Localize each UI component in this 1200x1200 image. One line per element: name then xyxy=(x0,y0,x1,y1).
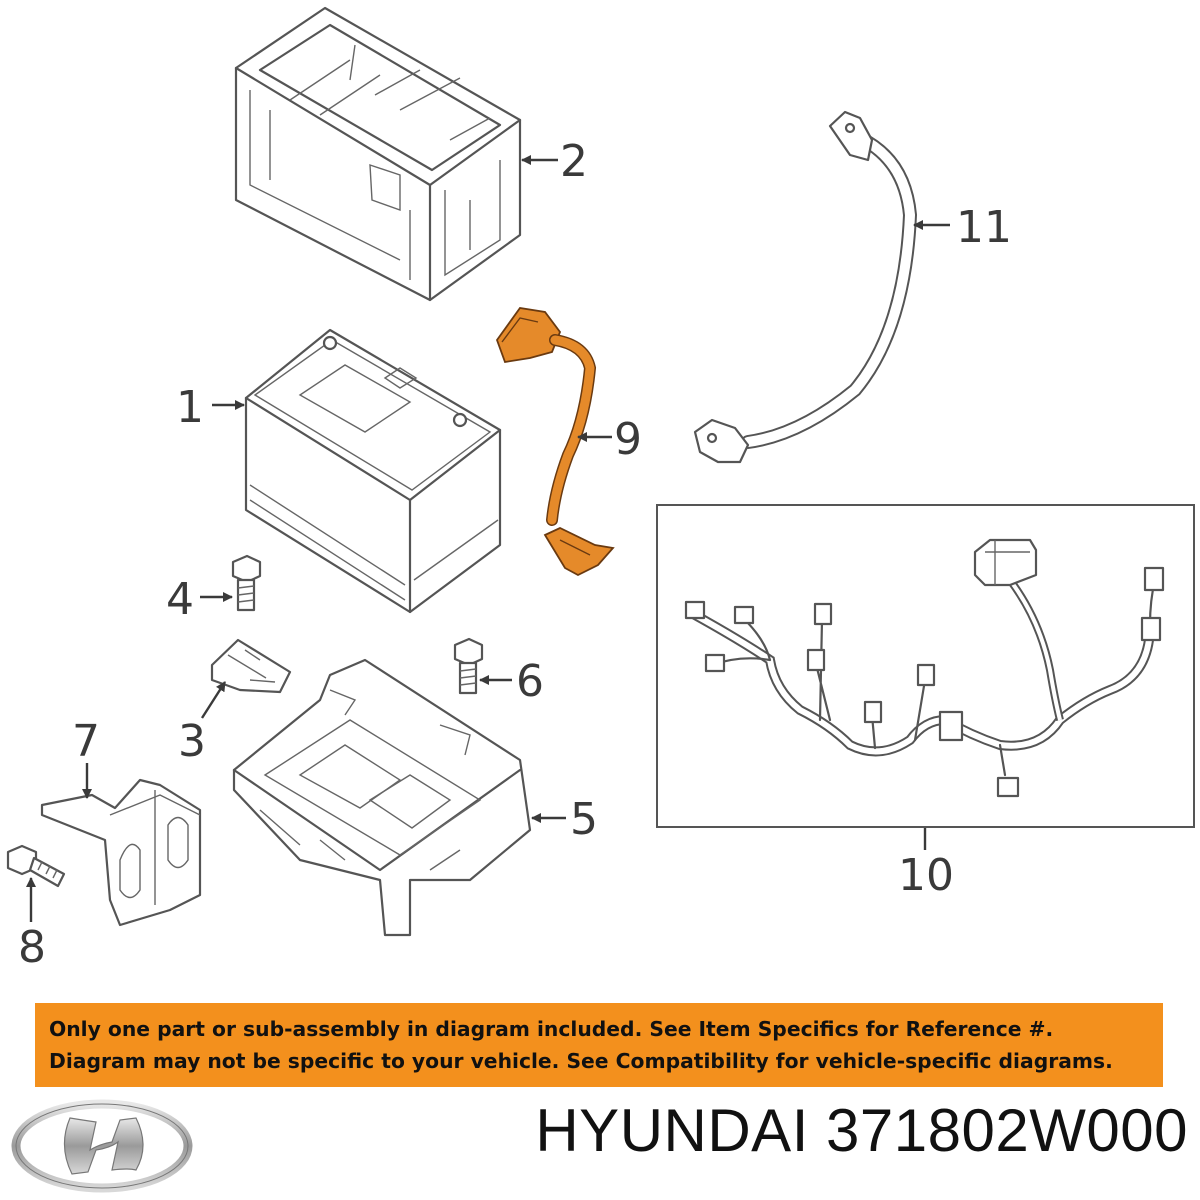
callout-10: 10 xyxy=(898,850,954,901)
wiring-harness-part xyxy=(656,504,1195,828)
callout-8: 8 xyxy=(18,922,46,973)
disclaimer-line-1: Only one part or sub-assembly in diagram… xyxy=(49,1017,1054,1041)
battery-tray-part xyxy=(232,658,532,937)
callout-2: 2 xyxy=(560,136,588,187)
battery-cover-part xyxy=(234,6,522,302)
parts-diagram: 1 2 3 4 5 6 7 8 9 10 11 xyxy=(6,6,1195,973)
callout-7: 7 xyxy=(72,716,100,767)
callout-1: 1 xyxy=(176,382,204,433)
battery-part xyxy=(244,328,502,614)
callout-6: 6 xyxy=(516,656,544,707)
part-title: HYUNDAI 371802W000 xyxy=(535,1097,1188,1164)
disclaimer-line-2: Diagram may not be specific to your vehi… xyxy=(49,1049,1113,1073)
clamp-bracket-part xyxy=(210,638,292,694)
callout-11: 11 xyxy=(956,202,1012,253)
callout-3: 3 xyxy=(178,716,206,767)
battery-cable-highlighted-part xyxy=(495,307,615,577)
stud-bolt-part xyxy=(6,844,66,888)
disclaimer-banner: Only one part or sub-assembly in diagram… xyxy=(35,1003,1163,1087)
bolt-4-part xyxy=(231,554,262,612)
callout-4: 4 xyxy=(166,574,194,625)
bolt-6-part xyxy=(453,637,484,695)
ground-cable-part xyxy=(693,110,918,464)
callout-leaders xyxy=(26,155,950,922)
callout-5: 5 xyxy=(570,794,598,845)
callout-9: 9 xyxy=(614,414,642,465)
mounting-bracket-part xyxy=(40,778,202,927)
hyundai-logo xyxy=(11,1099,193,1193)
